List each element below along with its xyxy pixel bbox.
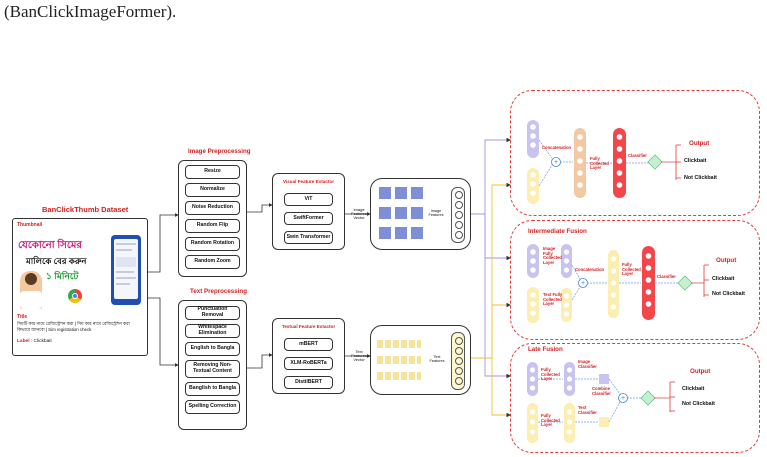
image-preprocessing-panel: Resize Normalize Noise Reduction Random … [178, 160, 247, 277]
thumbnail-text-line2: মালিকে বের করুন [26, 256, 87, 266]
intermediate-output-title: Output [716, 257, 737, 264]
image-feature-vector [451, 187, 465, 243]
image-features-panel: Image Features [370, 178, 471, 250]
title-text-line1: সিমটি কার নামে রেজিস্ট্রেশন করা | সিম কা… [17, 321, 130, 326]
intermediate-fusion-title: Intermediate Fusion [528, 228, 587, 235]
early-output-clickbait: Clickbait [684, 158, 707, 164]
intermediate-output-clickbait: Clickbait [712, 276, 735, 282]
model-vit: ViT [284, 193, 333, 206]
image-step-resize: Resize [185, 165, 240, 179]
svg-text:+: + [621, 395, 625, 402]
text-features-vector-label: Text Features Vector [351, 349, 367, 363]
figure-caption: (BanClickImageFormer). [4, 2, 177, 21]
text-preprocessing-panel: Punctuation Removal Whitespace Eliminati… [178, 300, 247, 430]
chrome-icon [68, 289, 82, 303]
late-fusion-title: Late Fusion [528, 346, 563, 353]
image-features-vector-label: Image Features Vector [351, 207, 367, 221]
text-features-panel: Text Features [370, 325, 471, 395]
phone-mockup-image [111, 235, 141, 305]
text-step-spelling-correction: Spelling Correction [185, 400, 240, 414]
intermediate-concatenation-label: Concatenation [575, 267, 605, 272]
text-step-punctuation-removal: Punctuation Removal [185, 306, 240, 320]
late-fc-layer-label-1: Fully Collected Layer [541, 367, 560, 382]
intermediate-classifier-label: Classifier [657, 274, 676, 279]
image-preprocessing-title: Image Preprocessing [188, 148, 251, 155]
person-photo [20, 271, 42, 309]
image-features-label: Image Features [428, 209, 444, 217]
text-step-english-to-bangla: English to Bangla [185, 342, 240, 356]
late-combine-classifier-label: Combine Classifier [592, 386, 611, 396]
label-row: Label : Clickbait [17, 339, 52, 344]
image-patch-grid [379, 187, 425, 241]
svg-text:+: + [581, 280, 585, 287]
model-swiftformer: SwiftFormer [284, 212, 333, 225]
model-swin-transformer: Swin Transformer [284, 231, 333, 244]
image-step-random-zoom: Random Zoom [185, 255, 240, 269]
late-fc-layer-label-2: Fully Collected Layer [541, 413, 560, 428]
text-preprocessing-title: Text Preprocessing [190, 288, 247, 295]
early-classifier-label: Classifier [628, 153, 647, 158]
title-text-line2: কিভাবে জানবো | Sim registration check [17, 327, 92, 332]
dataset-title: BanClickThumb Dataset [42, 205, 129, 214]
early-concatenation-label: Concatenation [542, 145, 572, 150]
textual-extractor-panel: Textual Feature Extactor mBERT XLM-RoBER… [272, 318, 345, 394]
intermediate-output-not-clickbait: Not Clickbait [712, 291, 745, 297]
visual-extractor-panel: Visual Feature Extactor ViT SwiftFormer … [272, 173, 345, 250]
text-step-banglish-to-bangla: Banglish to Bangla [185, 382, 240, 396]
text-step-removing-non-textual: Removing Non-Textual Content [185, 360, 240, 378]
late-output-not-clickbait: Not Clickbait [682, 401, 715, 407]
early-output-title: Output [689, 140, 710, 147]
image-step-random-flip: Random Flip [185, 219, 240, 233]
early-fc-layer-label: Fully Collected Layer [590, 156, 609, 171]
intermediate-fc-layer-label: Fully Collected Layer [622, 262, 641, 277]
svg-text:+: + [554, 159, 558, 166]
model-distilbert: DistilBERT [284, 376, 333, 389]
image-step-normalize: Normalize [185, 183, 240, 197]
thumbnail-label: Thumbnail [17, 222, 43, 228]
early-output-not-clickbait: Not Clickbait [684, 175, 717, 181]
thumbnail-image: যেকোনো সিমের মালিকে বের করুন ১ মিনিটে [16, 233, 143, 313]
text-step-whitespace-elimination: Whitespace Elimination [185, 324, 240, 338]
text-feature-vector [451, 332, 465, 390]
text-features-label: Text Features [429, 355, 445, 363]
text-token-grid [377, 340, 421, 380]
image-step-random-rotation: Random Rotation [185, 237, 240, 251]
late-text-classifier-label: Text Classifier [578, 405, 597, 415]
intermediate-image-fc-label: Image Fully Collected Layer [543, 246, 562, 265]
title-label: Title [17, 314, 28, 320]
thumbnail-text-line3: ১ মিনিটে [46, 271, 79, 281]
intermediate-text-fc-label: Text Fully Collected Layer [543, 292, 563, 307]
textual-extractor-title: Textual Feature Extactor [281, 324, 336, 329]
late-output-clickbait: Clickbait [682, 386, 705, 392]
image-step-noise-reduction: Noise Reduction [185, 201, 240, 215]
thumbnail-text-line1: যেকোনো সিমের [18, 240, 82, 251]
dataset-panel: Thumbnail যেকোনো সিমের মালিকে বের করুন ১… [12, 218, 148, 356]
label-value: : Clickbait [30, 339, 52, 344]
late-image-classifier-label: Image Classifier [578, 359, 597, 369]
model-xlm-roberta: XLM-RoBERTa [284, 357, 333, 370]
label-key: Label [17, 339, 30, 344]
model-mbert: mBERT [284, 338, 333, 351]
late-output-title: Output [690, 368, 711, 375]
visual-extractor-title: Visual Feature Extactor [283, 179, 334, 184]
